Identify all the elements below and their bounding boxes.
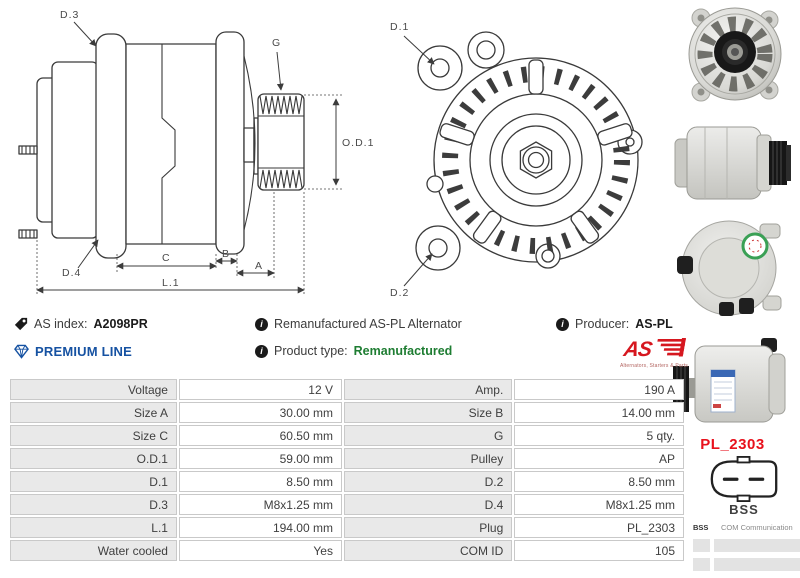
spec-value: M8x1.25 mm (514, 494, 684, 515)
table-row: O.D.1 59.00 mm Pulley AP (10, 448, 684, 469)
spec-label: Size A (10, 402, 177, 423)
spec-label: Plug (343, 517, 513, 538)
premium-line-label: PREMIUM LINE (35, 344, 133, 359)
table-row: Size A 30.00 mm Size B 14.00 mm (10, 402, 684, 423)
dim-label-a: A (255, 260, 263, 272)
table-row: Water cooled Yes COM ID 105 (10, 540, 684, 561)
spec-value: Yes (178, 540, 342, 561)
spec-value: AP (514, 448, 684, 469)
spec-value: 59.00 mm (178, 448, 342, 469)
spec-label: COM ID (343, 540, 513, 561)
producer-label: Producer: (575, 317, 630, 331)
com-table-col-communication: COM Communication (721, 522, 793, 532)
spec-value: PL_2303 (514, 517, 684, 538)
as-index-label: AS index: (34, 317, 88, 331)
producer-value: AS-PL (635, 317, 673, 331)
as-pl-logo-tagline: Alternators, Starters & Parts (619, 363, 688, 369)
spec-table: Voltage 12 V Amp. 190 A Size A 30.00 mm … (8, 377, 686, 563)
dim-label-l1: L.1 (162, 277, 180, 289)
spec-value: 190 A (514, 379, 684, 400)
com-table-header: BSS COM Communication (693, 521, 800, 533)
spec-label: Pulley (343, 448, 513, 469)
dim-label-b: B (222, 248, 230, 260)
alternator-side2-photo-image (673, 338, 786, 423)
producer: Producer: AS-PL (556, 317, 673, 331)
product-description: Remanufactured AS-PL Alternator (255, 317, 462, 331)
dim-label-od1: O.D.1 (342, 137, 374, 149)
dim-label-d1: D.1 (390, 21, 409, 33)
spec-value: 5 qty. (514, 425, 684, 446)
as-pl-logo-icon: AS (621, 338, 686, 361)
diamond-icon (14, 344, 29, 359)
svg-text:AS: AS (621, 338, 654, 359)
alternator-rear-photo-image (677, 220, 782, 316)
spec-value: 30.00 mm (178, 402, 342, 423)
spec-label: G (343, 425, 513, 446)
dim-label-g: G (272, 37, 281, 49)
spec-value: 12 V (178, 379, 342, 400)
table-row: D.3 M8x1.25 mm D.4 M8x1.25 mm (10, 494, 684, 515)
spec-value: 194.00 mm (178, 517, 342, 538)
table-row: L.1 194.00 mm Plug PL_2303 (10, 517, 684, 538)
spec-label: D.1 (10, 471, 177, 492)
tag-icon (14, 317, 28, 331)
com-table-empty-row (693, 558, 800, 571)
alternator-front-view-diagram: D.1 D.2 (390, 21, 643, 299)
spec-label: Size C (10, 425, 177, 446)
product-description-text: Remanufactured AS-PL Alternator (274, 317, 462, 331)
dim-label-d2: D.2 (390, 287, 409, 299)
dim-label-d3: D.3 (60, 9, 79, 21)
com-table-col-bss: BSS (693, 522, 709, 532)
info-icon (255, 344, 268, 358)
as-index-value: A2098PR (93, 317, 148, 331)
spec-label: Water cooled (10, 540, 177, 561)
com-communication-table: BSS COM Communication (693, 521, 800, 571)
spec-label: L.1 (10, 517, 177, 538)
product-type-value: Remanufactured (353, 344, 453, 358)
table-row: D.1 8.50 mm D.2 8.50 mm (10, 471, 684, 492)
spec-label: D.4 (343, 494, 513, 515)
spec-value: 105 (514, 540, 684, 561)
dim-label-d4: D.4 (62, 267, 81, 279)
spec-value: M8x1.25 mm (178, 494, 342, 515)
plug-code: PL_2303 (700, 436, 765, 453)
as-pl-logo: AS Alternators, Starters & Parts (614, 338, 688, 369)
spec-label: Size B (343, 402, 513, 423)
connector-label: BSS (729, 502, 759, 517)
alternator-front-photo-image (688, 7, 782, 102)
info-icon (255, 317, 268, 331)
as-index: AS index: A2098PR (14, 317, 148, 331)
info-icon (556, 317, 569, 331)
product-type-label: Product type: (274, 344, 348, 358)
premium-line-badge: PREMIUM LINE (14, 344, 132, 359)
dim-label-c: C (162, 252, 171, 264)
spec-value: 60.50 mm (178, 425, 342, 446)
product-type: Product type: Remanufactured (255, 344, 452, 358)
table-row: Voltage 12 V Amp. 190 A (10, 379, 684, 400)
com-table-empty-row (693, 539, 800, 552)
alternator-rear-photo[interactable] (665, 216, 800, 322)
spec-label: Amp. (343, 379, 513, 400)
spec-value: 8.50 mm (178, 471, 342, 492)
spec-label: O.D.1 (10, 448, 177, 469)
alternator-side-photo[interactable] (665, 109, 800, 215)
spec-label: D.2 (343, 471, 513, 492)
alternator-side-photo-image (674, 126, 791, 200)
alternator-front-photo[interactable] (665, 2, 800, 108)
spec-value: 8.50 mm (514, 471, 684, 492)
spec-label: Voltage (10, 379, 177, 400)
bss-connector-diagram (710, 456, 778, 502)
table-row: Size C 60.50 mm G 5 qty. (10, 425, 684, 446)
alternator-side2-photo[interactable] (665, 330, 800, 435)
spec-value: 14.00 mm (514, 402, 684, 423)
alternator-side-view-diagram: D.3 G O.D.1 D.4 C B A L.1 (18, 9, 374, 294)
spec-label: D.3 (10, 494, 177, 515)
